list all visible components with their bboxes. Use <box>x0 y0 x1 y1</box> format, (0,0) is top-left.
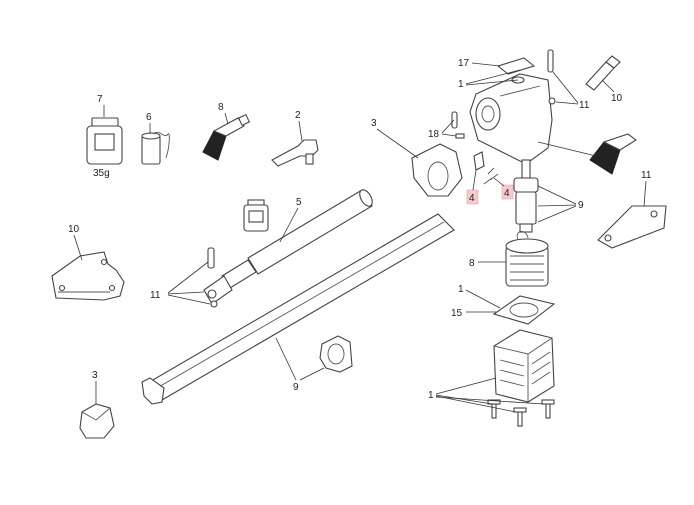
top-plate-part <box>496 57 536 75</box>
highlight-4b <box>501 184 514 200</box>
encoder-shaft-part <box>513 159 539 233</box>
cable-gland-part <box>585 55 621 91</box>
callout-16: 11 <box>150 290 161 301</box>
callout-1-mid: 1 <box>458 284 464 295</box>
callout-1-bottom: 1 <box>428 390 434 401</box>
bracket-plate-right-part <box>597 205 667 249</box>
release-lever-part <box>271 139 319 167</box>
callout-2: 2 <box>295 110 301 121</box>
callout-4a: 4 <box>469 193 475 204</box>
callout-13: 8 <box>218 102 224 113</box>
bracket-4-part <box>473 151 499 185</box>
callout-6: 6 <box>146 112 152 123</box>
stator-block-part <box>493 329 555 403</box>
callout-1-top: 1 <box>458 79 464 90</box>
pin-part <box>207 247 218 308</box>
highlight-4a <box>466 189 479 205</box>
small-jar-part <box>243 199 269 232</box>
callout-14: 15 <box>451 308 463 319</box>
callout-10: 10 <box>611 93 623 104</box>
callout-12: 7 <box>97 94 103 105</box>
front-cover-part <box>411 143 463 197</box>
callout-8: 8 <box>469 258 475 269</box>
bracket-plate-left-part <box>51 251 125 301</box>
callout-18: 18 <box>428 129 440 140</box>
grease-tube-part <box>202 113 251 161</box>
callout-5: 5 <box>296 197 302 208</box>
screw-17-part <box>547 49 556 105</box>
callout-7: 9 <box>293 382 299 393</box>
callout-11-right: 11 <box>641 170 652 181</box>
grease-jar-part: 35g <box>86 117 123 179</box>
motor-housing-part <box>469 73 553 165</box>
tube-clamp-part <box>319 335 353 373</box>
outer-tube-part <box>141 213 455 405</box>
motor-coil-part <box>505 231 549 287</box>
callout-9: 9 <box>578 200 584 211</box>
end-cap-lower-part <box>79 403 115 439</box>
gasket-plate-part <box>492 295 556 325</box>
callout-3-lower: 3 <box>92 370 98 381</box>
grease-tube-right-part <box>589 133 637 175</box>
callout-4b: 4 <box>504 188 510 199</box>
callout-15: 17 <box>458 58 470 69</box>
callout-3-top: 3 <box>371 118 377 129</box>
inner-tube-part <box>203 189 373 305</box>
bolts-part <box>487 399 555 427</box>
screw-18-part <box>451 111 465 139</box>
capacitor-part <box>141 131 170 165</box>
callout-11-left: 10 <box>68 224 80 235</box>
jar-weight-label: 35g <box>93 168 110 179</box>
callout-17: 11 <box>579 100 590 111</box>
